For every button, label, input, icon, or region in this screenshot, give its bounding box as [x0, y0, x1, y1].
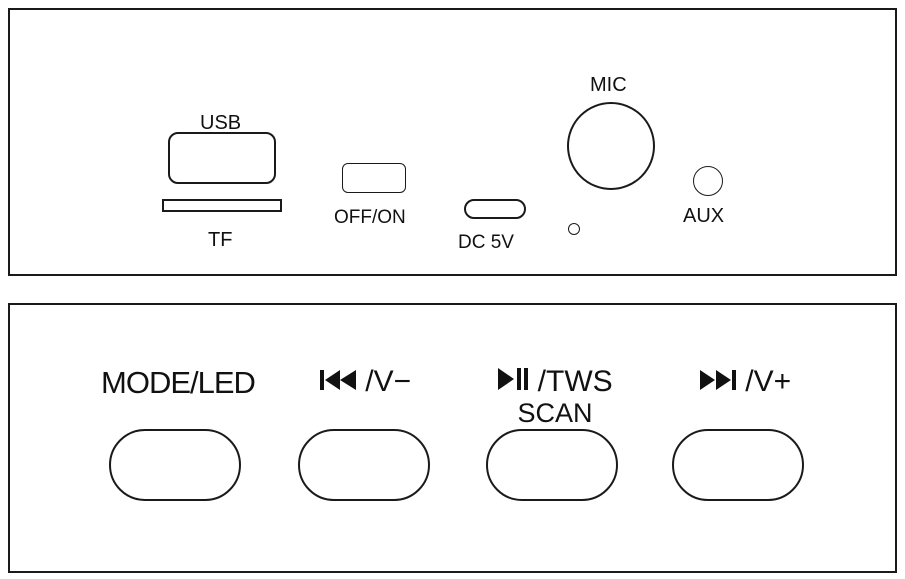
mode-led-button[interactable]	[109, 429, 241, 501]
next-vol-up-button[interactable]	[672, 429, 804, 501]
button-panel: MODE/LED /V− /TWS SCAN /V+	[8, 303, 897, 573]
next-vol-up-label: /V+	[670, 367, 820, 397]
play-pause-tws-button[interactable]	[486, 429, 618, 501]
usb-port	[168, 132, 276, 184]
mode-led-label: MODE/LED	[101, 365, 256, 400]
usb-label: USB	[200, 112, 242, 134]
skip-previous-icon	[319, 365, 365, 398]
aux-jack	[693, 166, 723, 196]
dc-label: DC 5V	[458, 232, 514, 253]
prev-vol-down-label: /V−	[290, 367, 440, 397]
dc-5v-port	[464, 199, 526, 219]
port-panel: USB TF OFF/ON DC 5V MIC AUX	[8, 8, 897, 276]
skip-next-icon	[699, 365, 745, 398]
play-pause-icon	[497, 365, 537, 398]
mic-jack	[567, 102, 655, 190]
indicator-hole	[568, 223, 580, 235]
tf-label: TF	[208, 229, 233, 251]
prev-vol-down-button[interactable]	[298, 429, 430, 501]
power-switch	[342, 163, 406, 193]
switch-label: OFF/ON	[334, 207, 406, 228]
scan-label: SCAN	[517, 398, 593, 428]
aux-label: AUX	[683, 205, 725, 227]
tf-card-slot	[162, 199, 282, 212]
play-pause-tws-label: /TWS	[480, 367, 630, 397]
mic-label: MIC	[590, 74, 627, 96]
